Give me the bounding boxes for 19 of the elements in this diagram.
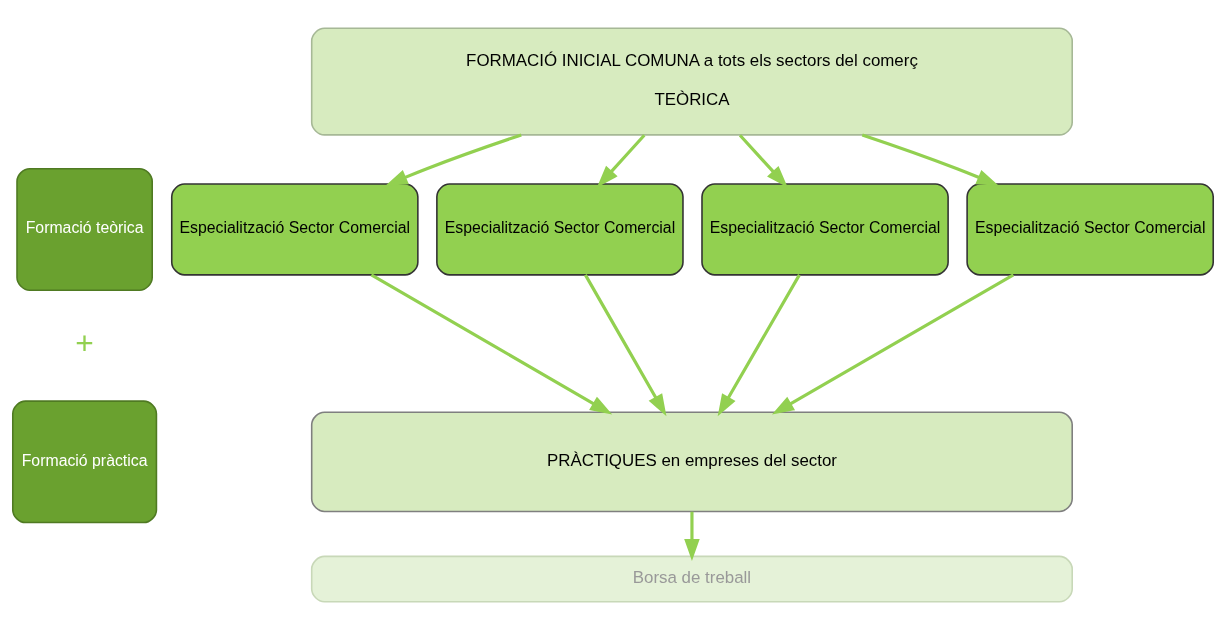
- arrow: [684, 511, 700, 562]
- node-box: Especialització Sector Comercial: [170, 183, 419, 276]
- arrow: [584, 274, 667, 417]
- arrow: [385, 133, 522, 186]
- label: +: [75, 324, 94, 361]
- arrow: [771, 273, 1015, 415]
- arrow: [861, 133, 999, 186]
- arrow: [596, 134, 646, 188]
- node-box: Formació teòrica: [16, 167, 153, 291]
- node-box: Borsa de treball: [310, 555, 1073, 603]
- node-box: Especialització Sector Comercial: [436, 183, 684, 276]
- node-box: PRÀCTIQUES en empreses del sector: [310, 411, 1073, 513]
- node-box: FORMACIÓ INICIAL COMUNA a tots els sectors del comerç TEÒRICA: [310, 27, 1073, 136]
- node-box: Formació pràctica: [12, 400, 158, 524]
- arrow: [717, 274, 801, 417]
- node-box: Especialització Sector Comercial: [966, 183, 1214, 276]
- arrow: [738, 134, 788, 188]
- node-box: Especialització Sector Comercial: [701, 183, 949, 276]
- arrow: [370, 273, 613, 415]
